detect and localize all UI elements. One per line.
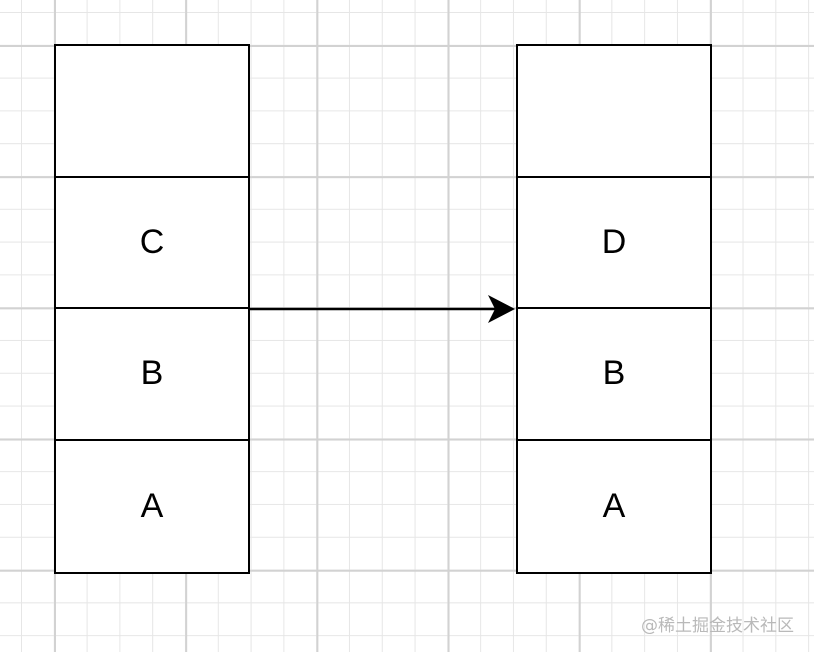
left-stack-cell-top <box>56 46 248 178</box>
arrowhead-icon <box>488 295 515 323</box>
watermark: @稀土掘金技术社区 <box>641 616 794 636</box>
left-stack-cell-a: A <box>140 486 164 525</box>
right-stack-cell-d: D <box>518 178 710 309</box>
left-stack: C B A <box>54 44 250 574</box>
right-stack-cell-top <box>518 46 710 178</box>
right-stack-cell-b: B <box>518 309 710 441</box>
right-stack: D B A <box>516 44 712 574</box>
left-stack-cell-b: B <box>56 309 248 441</box>
left-stack-cell-c: C <box>56 178 248 309</box>
right-stack-cell-a: A <box>602 486 626 525</box>
